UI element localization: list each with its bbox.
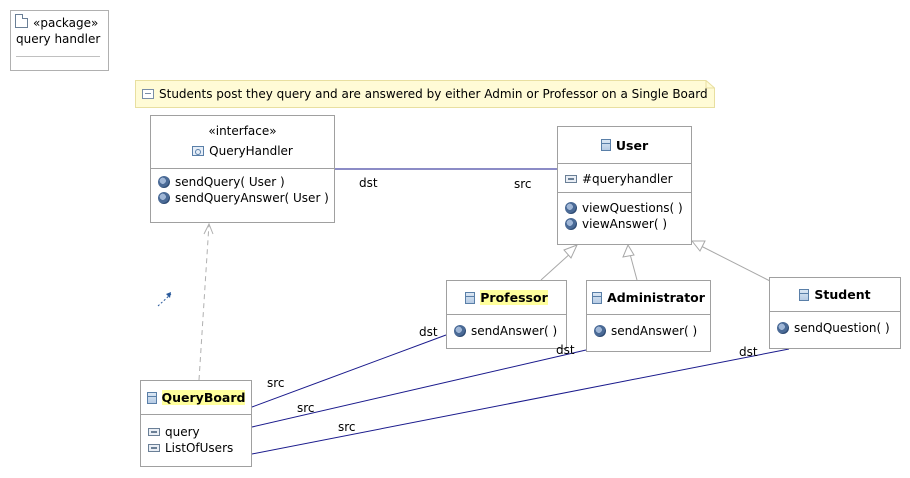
note-shape — [135, 80, 715, 108]
association-queryboard-professor[interactable] — [251, 334, 447, 408]
note[interactable]: Students post they query and are answere… — [135, 80, 715, 108]
operation-label: sendQuestion( ) — [794, 321, 890, 335]
class-icon — [600, 139, 611, 151]
generalization-administrator-user[interactable] — [629, 253, 638, 281]
professor-name: Professor — [480, 290, 548, 305]
package-box[interactable]: «package» query handler — [10, 10, 109, 71]
package-divider — [16, 56, 100, 57]
role-label-src: src — [297, 401, 315, 415]
user-class[interactable]: User #queryhandler viewQuestions( ) view… — [557, 126, 692, 245]
note-text: Students post they query and are answere… — [159, 87, 708, 101]
package-header: «package» — [11, 14, 108, 31]
attribute-icon — [565, 175, 577, 183]
realization-arrowhead — [203, 222, 214, 235]
queryhandler-title: QueryHandler — [151, 143, 334, 159]
generalization-arrowhead-professor — [563, 244, 578, 259]
note-icon — [142, 89, 154, 99]
professor-class[interactable]: Professor sendAnswer( ) — [446, 280, 567, 349]
operation-label: sendAnswer( ) — [611, 324, 698, 338]
association-queryboard-administrator[interactable] — [251, 349, 587, 428]
user-header: User — [558, 127, 691, 163]
student-name: Student — [814, 287, 871, 302]
operation-icon — [565, 218, 577, 230]
operation-label: viewQuestions( ) — [582, 201, 683, 215]
operation-label: sendAnswer( ) — [471, 324, 558, 338]
class-icon — [465, 291, 476, 304]
package-icon — [15, 14, 28, 28]
administrator-name: Administrator — [607, 290, 705, 305]
user-attributes: #queryhandler — [558, 163, 691, 192]
attribute-row[interactable]: #queryhandler — [558, 171, 691, 187]
operation-icon — [565, 202, 577, 214]
operation-row[interactable]: sendAnswer( ) — [447, 323, 566, 339]
professor-header: Professor — [447, 281, 566, 314]
operation-row[interactable]: viewQuestions( ) — [558, 200, 691, 216]
operation-icon — [158, 176, 170, 188]
generalization-arrowhead-student — [690, 240, 706, 252]
operation-icon — [158, 192, 170, 204]
class-icon — [146, 391, 157, 404]
attribute-icon — [148, 428, 160, 436]
operation-row[interactable]: viewAnswer( ) — [558, 216, 691, 232]
queryhandler-interface[interactable]: «interface» QueryHandler sendQuery( User… — [150, 115, 335, 223]
queryhandler-name: QueryHandler — [209, 144, 293, 158]
queryboard-attributes: query ListOfUsers — [141, 414, 251, 456]
interface-icon — [192, 146, 205, 156]
package-stereotype: «package» — [33, 16, 99, 30]
administrator-class[interactable]: Administrator sendAnswer( ) — [586, 280, 711, 352]
role-label-src: src — [338, 420, 356, 434]
queryboard-header: QueryBoard — [141, 381, 251, 414]
attribute-label: ListOfUsers — [165, 441, 234, 455]
role-label-dst: dst — [419, 325, 438, 339]
operation-row[interactable]: sendQueryAnswer( User ) — [151, 190, 334, 206]
package-name: query handler — [16, 32, 101, 46]
class-icon — [592, 291, 603, 304]
operation-label: sendQueryAnswer( User ) — [175, 191, 329, 205]
student-class[interactable]: Student sendQuestion( ) — [769, 277, 901, 349]
queryboard-name: QueryBoard — [161, 390, 246, 405]
attribute-icon — [148, 444, 160, 452]
queryhandler-stereotype: «interface» — [208, 124, 277, 138]
role-label-dst: dst — [556, 343, 575, 357]
role-label-src: src — [514, 177, 532, 191]
operation-row[interactable]: sendQuery( User ) — [151, 174, 334, 190]
role-label-dst: dst — [359, 176, 378, 190]
role-label-dst: dst — [739, 345, 758, 359]
administrator-operations: sendAnswer( ) — [587, 314, 710, 339]
professor-operations: sendAnswer( ) — [447, 314, 566, 339]
administrator-header: Administrator — [587, 281, 710, 314]
attribute-row[interactable]: ListOfUsers — [141, 440, 251, 456]
operation-row[interactable]: sendAnswer( ) — [587, 323, 710, 339]
generalization-arrowhead-administrator — [622, 243, 635, 258]
generalization-professor-user[interactable] — [540, 251, 573, 281]
queryhandler-operations: sendQuery( User ) sendQueryAnswer( User … — [151, 168, 334, 206]
user-operations: viewQuestions( ) viewAnswer( ) — [558, 192, 691, 232]
queryboard-class[interactable]: QueryBoard query ListOfUsers — [140, 380, 252, 467]
attribute-label: #queryhandler — [582, 172, 673, 186]
student-operations: sendQuestion( ) — [770, 311, 900, 336]
generalization-student-user[interactable] — [700, 245, 771, 282]
operation-icon — [594, 325, 606, 337]
operation-row[interactable]: sendQuestion( ) — [770, 320, 900, 336]
attribute-row[interactable]: query — [141, 424, 251, 440]
role-label-src: src — [267, 376, 285, 390]
operation-label: sendQuery( User ) — [175, 175, 285, 189]
cursor-arrow-icon — [157, 292, 172, 307]
student-header: Student — [770, 278, 900, 311]
operation-icon — [454, 325, 466, 337]
association-queryboard-student[interactable] — [251, 348, 790, 455]
class-icon — [799, 288, 810, 301]
user-name: User — [615, 137, 649, 153]
operation-icon — [777, 322, 789, 334]
attribute-label: query — [165, 425, 200, 439]
operation-label: viewAnswer( ) — [582, 217, 668, 231]
realization-queryboard-queryhandler[interactable] — [198, 223, 210, 381]
note-content: Students post they query and are answere… — [135, 86, 708, 102]
